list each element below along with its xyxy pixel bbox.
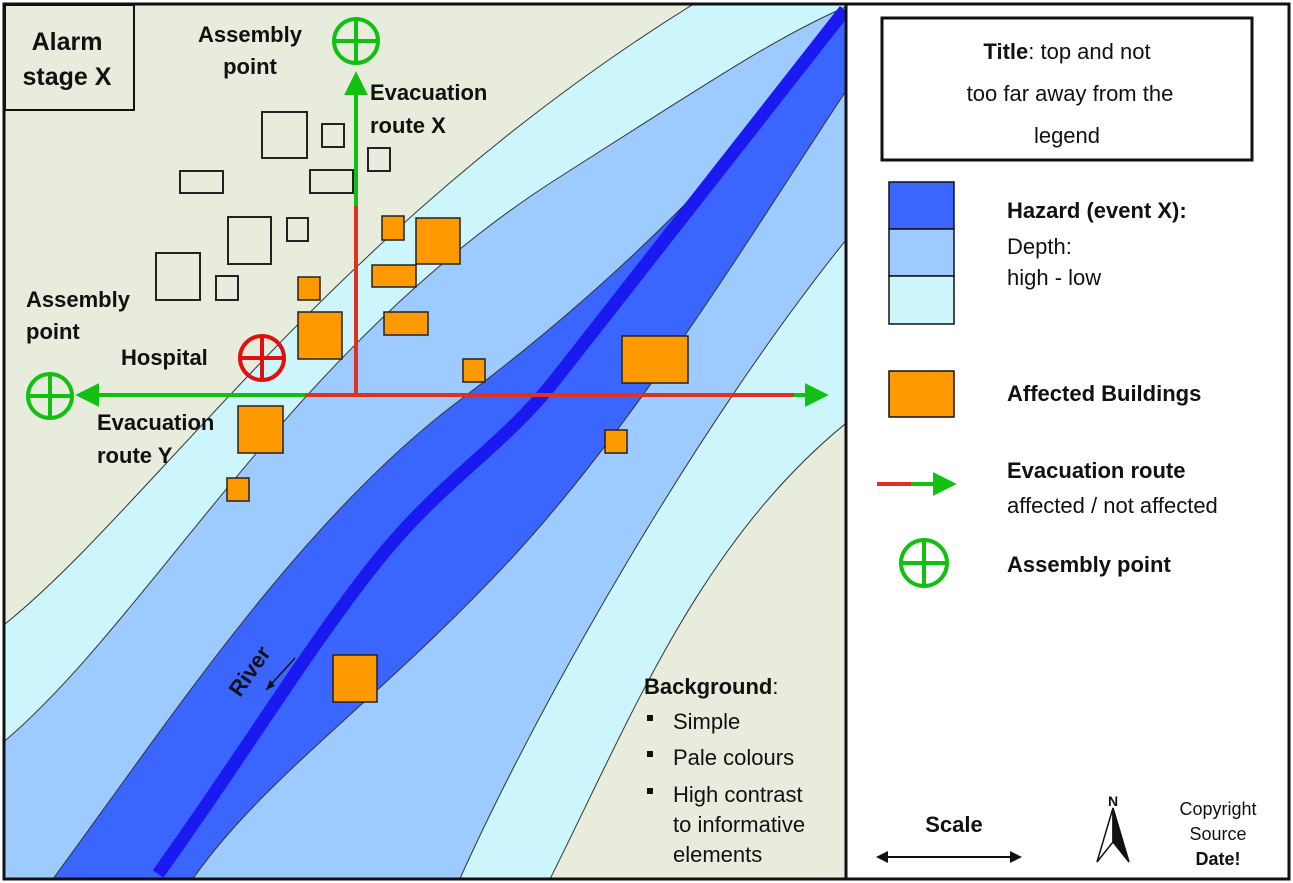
river-flow-arrow-head [266, 680, 275, 690]
affected-building [297, 311, 343, 360]
hazard-zone-high [53, 11, 845, 878]
route-x-label-2: route X [370, 113, 446, 138]
hospital-label: Hospital [121, 345, 208, 370]
north-arrow-icon [1096, 807, 1130, 863]
affected-building [237, 405, 284, 454]
buildings-affected [226, 215, 689, 703]
background-item: to informative [673, 812, 805, 837]
building [261, 111, 308, 159]
affected-building-swatch [888, 370, 955, 418]
route-y-label: Evacuation [97, 410, 214, 435]
building [179, 170, 224, 194]
alarm-stage-box: Alarm stage X [5, 5, 135, 111]
affected-building [226, 477, 250, 502]
legend-evac-title: Evacuation route [1007, 458, 1185, 483]
assembly-point-left-icon [26, 372, 74, 420]
scale-bar [876, 851, 1022, 863]
bullet [647, 715, 653, 721]
legend-title-line1: Title: top and not [983, 39, 1150, 64]
affected-building [332, 654, 378, 703]
assembly-point-top-label-2: point [223, 54, 277, 79]
river [152, 6, 845, 878]
background-item: High contrast [673, 782, 803, 807]
legend-affected-buildings: Affected Buildings [1007, 381, 1201, 406]
affected-building [462, 358, 486, 383]
scale-label: Scale [925, 812, 983, 837]
legend-hazard-title: Hazard (event X): [1007, 198, 1187, 223]
legend-panel: Title: top and not too far away from the… [876, 16, 1257, 869]
building [215, 275, 239, 301]
background-item: elements [673, 842, 762, 867]
hazard-swatch-low [888, 275, 955, 325]
source-label: Source [1189, 824, 1246, 844]
affected-building [604, 429, 628, 454]
affected-building [371, 264, 417, 288]
route-y-label-2: route Y [97, 443, 173, 468]
legend-title-line2: too far away from the [967, 81, 1174, 106]
assembly-point-left-label-2: point [26, 319, 80, 344]
legend-depth-range: high - low [1007, 265, 1101, 290]
building [286, 217, 309, 242]
building [367, 147, 391, 172]
building [321, 123, 345, 148]
date-label: Date! [1195, 849, 1240, 869]
hazard-swatch-medium [888, 228, 955, 277]
background-note: Background: Simple Pale colours High con… [644, 674, 805, 867]
affected-building [297, 276, 321, 301]
legend-assembly-point-icon [899, 538, 949, 588]
affected-building [383, 311, 429, 336]
copyright-label: Copyright [1179, 799, 1256, 819]
legend-depth-label: Depth: [1007, 234, 1072, 259]
legend-title-box [880, 16, 1254, 162]
assembly-point-left-label: Assembly [26, 287, 131, 312]
building [155, 252, 201, 301]
alarm-stage-label: Alarm [32, 28, 103, 56]
affected-building [415, 217, 461, 265]
buildings-unaffected [155, 111, 391, 301]
building [309, 169, 354, 194]
legend-title-line3: legend [1034, 123, 1100, 148]
background-item: Pale colours [673, 745, 794, 770]
background-title: Background: [644, 674, 778, 699]
legend-assembly-point: Assembly point [1007, 552, 1171, 577]
assembly-point-top-icon [332, 17, 380, 65]
map-panel: River [5, 5, 845, 878]
building [227, 216, 272, 265]
north-label: N [1108, 793, 1118, 809]
hazard-swatch-high [888, 181, 955, 230]
legend-evac-sub: affected / not affected [1007, 493, 1218, 518]
route-x-label: Evacuation [370, 80, 487, 105]
assembly-point-top-label: Assembly [198, 22, 303, 47]
affected-building [621, 335, 689, 384]
hospital-icon [238, 334, 286, 382]
affected-building [381, 215, 405, 241]
alarm-stage-label-2: stage X [23, 63, 112, 91]
bullet [647, 788, 653, 794]
bullet [647, 751, 653, 757]
background-item: Simple [673, 709, 740, 734]
